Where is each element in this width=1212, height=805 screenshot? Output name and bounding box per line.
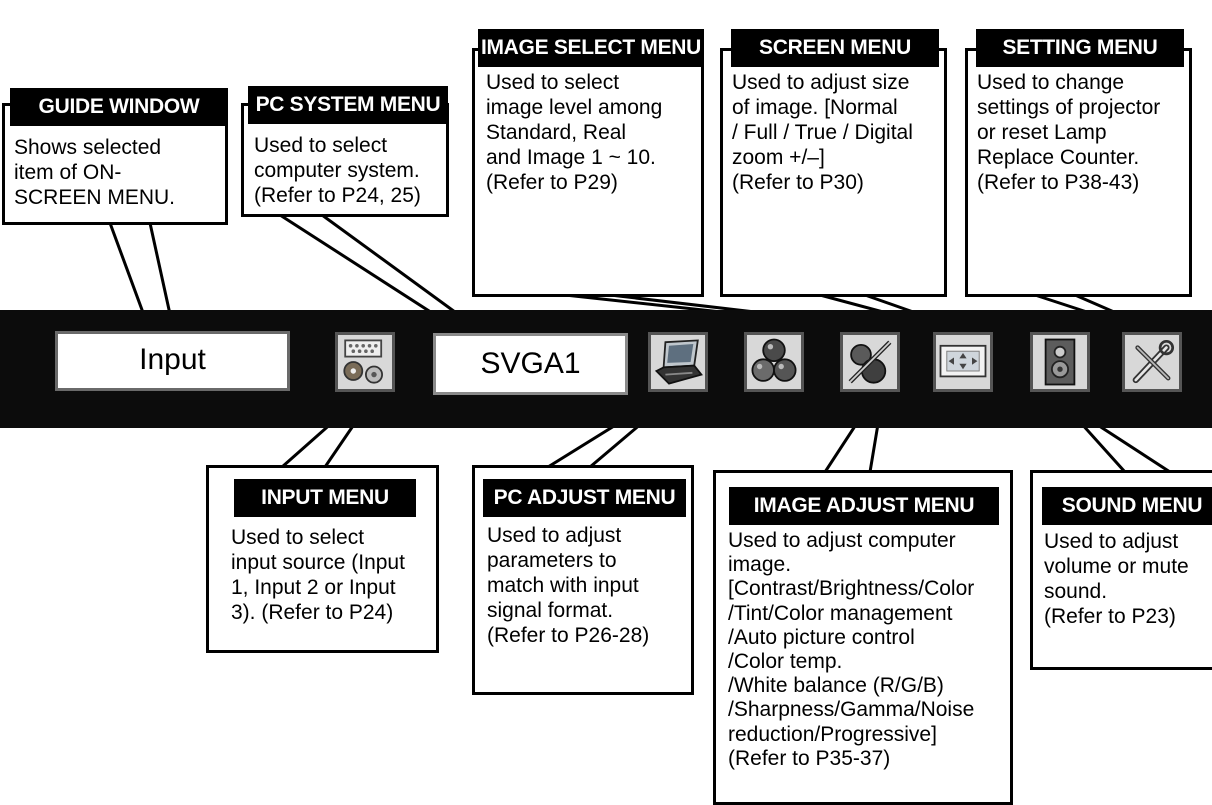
image-select-icon[interactable] — [744, 332, 804, 392]
callout-text: Used to select input source (Input 1, In… — [231, 526, 405, 624]
guide-window-callout: GUIDE WINDOW Shows selected item of ON- … — [2, 88, 228, 225]
pc-adjust-icon[interactable] — [648, 332, 708, 392]
callout-title: SCREEN MENU — [731, 29, 939, 67]
callout-title: PC SYSTEM MENU — [248, 86, 448, 124]
input-icon[interactable] — [335, 332, 395, 392]
callout-text: Used to change settings of projector or … — [977, 71, 1161, 194]
screen-menu-callout: SCREEN MENU Used to adjust size of image… — [720, 29, 947, 297]
setting-icon[interactable] — [1122, 332, 1182, 392]
input-menu-callout: INPUT MENU Used to select input source (… — [206, 465, 439, 653]
callout-text: Used to adjust parameters to match with … — [487, 524, 650, 647]
callout-title: GUIDE WINDOW — [10, 88, 228, 126]
callout-text: Used to select image level among Standar… — [486, 71, 663, 194]
callout-title: SOUND MENU — [1042, 487, 1212, 525]
pc-system-field: SVGA1 — [433, 333, 628, 395]
callout-title: IMAGE SELECT MENU — [478, 29, 704, 67]
sound-menu-callout: SOUND MENU Used to adjust volume or mute… — [1030, 470, 1212, 670]
callout-title: INPUT MENU — [234, 479, 416, 517]
sound-icon[interactable] — [1030, 332, 1090, 392]
callout-text: Used to select computer system. (Refer t… — [254, 134, 421, 207]
image-select-menu-callout: IMAGE SELECT MENU Used to select image l… — [472, 29, 704, 297]
callout-text: Used to adjust volume or mute sound. (Re… — [1044, 530, 1189, 628]
screen-icon[interactable] — [933, 332, 993, 392]
callout-title: IMAGE ADJUST MENU — [729, 487, 999, 525]
guide-window-field: Input — [55, 331, 290, 391]
setting-menu-callout: SETTING MENU Used to change settings of … — [965, 29, 1192, 297]
callout-text: Used to adjust size of image. [Normal / … — [732, 71, 913, 194]
callout-text: Shows selected item of ON- SCREEN MENU. — [14, 136, 176, 209]
callout-text: Used to adjust computer image. [Contrast… — [728, 529, 975, 770]
pc-system-menu-callout: PC SYSTEM MENU Used to select computer s… — [241, 86, 449, 217]
image-adjust-menu-callout: IMAGE ADJUST MENU Used to adjust compute… — [713, 470, 1013, 805]
pc-adjust-menu-callout: PC ADJUST MENU Used to adjust parameters… — [472, 465, 694, 695]
callout-title: SETTING MENU — [976, 29, 1184, 67]
image-adjust-icon[interactable] — [840, 332, 900, 392]
callout-title: PC ADJUST MENU — [483, 479, 686, 517]
